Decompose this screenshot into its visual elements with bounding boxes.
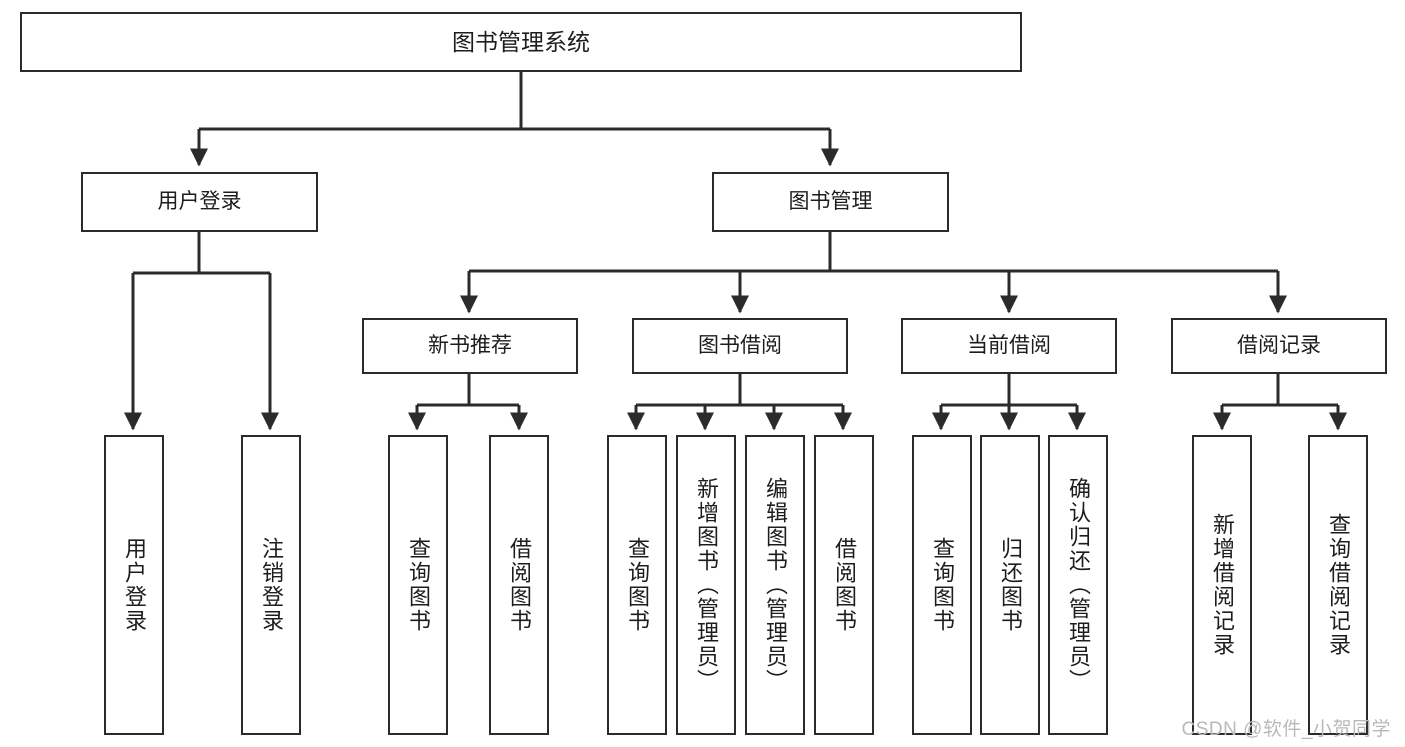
leaf-label: 查询图书 bbox=[625, 537, 650, 633]
leaf-return-book[interactable]: 归还图书 bbox=[980, 435, 1040, 735]
leaf-label: 新增图书（管理员） bbox=[694, 477, 719, 693]
leaf-query-book-borrow[interactable]: 查询图书 bbox=[607, 435, 667, 735]
leaf-label: 新增借阅记录 bbox=[1210, 513, 1235, 657]
leaf-query-book-recommend[interactable]: 查询图书 bbox=[388, 435, 448, 735]
leaf-query-book-current[interactable]: 查询图书 bbox=[912, 435, 972, 735]
leaf-label: 注销登录 bbox=[259, 537, 284, 633]
node-root-book-management-system[interactable]: 图书管理系统 bbox=[20, 12, 1022, 72]
node-label: 新书推荐 bbox=[428, 333, 512, 357]
leaf-label: 查询图书 bbox=[406, 537, 431, 633]
node-label: 图书借阅 bbox=[698, 333, 782, 357]
leaf-confirm-return-admin[interactable]: 确认归还（管理员） bbox=[1048, 435, 1108, 735]
leaf-label: 查询借阅记录 bbox=[1326, 513, 1351, 657]
node-label: 当前借阅 bbox=[967, 333, 1051, 357]
node-current-borrow[interactable]: 当前借阅 bbox=[901, 318, 1117, 374]
leaf-label: 借阅图书 bbox=[832, 537, 857, 633]
node-new-book-recommend[interactable]: 新书推荐 bbox=[362, 318, 578, 374]
node-label: 用户登录 bbox=[157, 189, 242, 213]
node-borrow-record[interactable]: 借阅记录 bbox=[1171, 318, 1387, 374]
leaf-label: 归还图书 bbox=[998, 537, 1023, 633]
leaf-borrow-book-recommend[interactable]: 借阅图书 bbox=[489, 435, 549, 735]
leaf-borrow-book[interactable]: 借阅图书 bbox=[814, 435, 874, 735]
leaf-add-borrow-record[interactable]: 新增借阅记录 bbox=[1192, 435, 1252, 735]
csdn-watermark: CSDN @软件_小贺同学 bbox=[1181, 719, 1391, 740]
node-label: 图书管理 bbox=[788, 189, 873, 213]
node-label: 图书管理系统 bbox=[452, 28, 590, 55]
leaf-edit-book-admin[interactable]: 编辑图书（管理员） bbox=[745, 435, 805, 735]
leaf-label: 确认归还（管理员） bbox=[1066, 477, 1091, 693]
node-book-borrow[interactable]: 图书借阅 bbox=[632, 318, 848, 374]
leaf-label: 用户登录 bbox=[122, 537, 147, 633]
node-user-login[interactable]: 用户登录 bbox=[81, 172, 318, 232]
node-book-management[interactable]: 图书管理 bbox=[712, 172, 949, 232]
leaf-label: 借阅图书 bbox=[507, 537, 532, 633]
leaf-label: 编辑图书（管理员） bbox=[763, 477, 788, 693]
node-label: 借阅记录 bbox=[1237, 333, 1321, 357]
leaf-add-book-admin[interactable]: 新增图书（管理员） bbox=[676, 435, 736, 735]
leaf-logout-login[interactable]: 注销登录 bbox=[241, 435, 301, 735]
leaf-user-login[interactable]: 用户登录 bbox=[104, 435, 164, 735]
leaf-label: 查询图书 bbox=[930, 537, 955, 633]
leaf-query-borrow-record[interactable]: 查询借阅记录 bbox=[1308, 435, 1368, 735]
